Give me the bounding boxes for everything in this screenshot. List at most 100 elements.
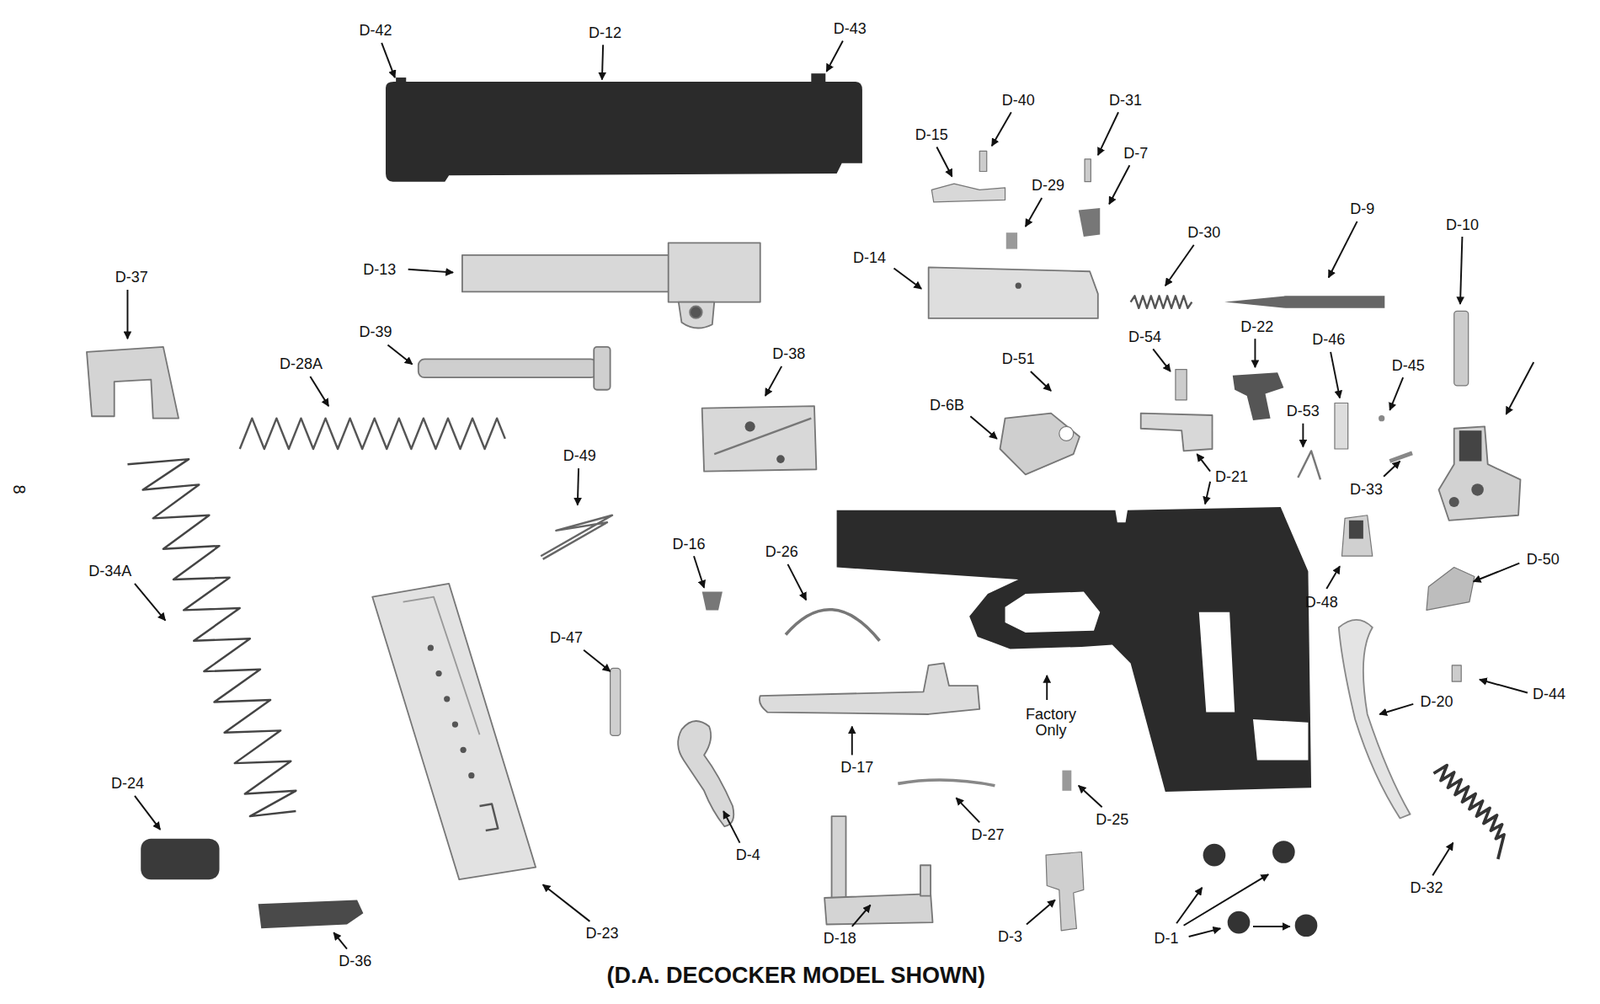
- drawing-part: [1459, 430, 1483, 461]
- drawing-part: [955, 797, 980, 822]
- drawing-part: [427, 645, 434, 651]
- drawing-part: [970, 416, 998, 439]
- callout-number: D-17: [840, 759, 874, 776]
- callout-number: D-45: [1392, 357, 1425, 374]
- pin: [1334, 402, 1349, 449]
- callout-number: D-24: [111, 775, 144, 792]
- drawing-part: [452, 720, 459, 727]
- drawing-part: [134, 583, 166, 621]
- drawing-part: [765, 366, 782, 396]
- callout-number: D-34A: [88, 563, 132, 580]
- drawing-part: [1026, 899, 1056, 924]
- drawing-part: [372, 583, 536, 880]
- drawing-part: [1045, 675, 1048, 700]
- callout-number: D-54: [1128, 328, 1162, 345]
- magazine: [372, 583, 536, 880]
- slide-insert: [928, 266, 1099, 319]
- callout-number: D-21: [1215, 468, 1248, 485]
- barrel: [462, 242, 761, 328]
- page-number: 8: [9, 485, 27, 495]
- pin: [1175, 369, 1187, 400]
- magazine-plate: [258, 899, 364, 928]
- drawing-part: [832, 816, 847, 903]
- callout-number: D-32: [1409, 879, 1443, 896]
- callout-number: D-3: [997, 928, 1023, 945]
- drawing-part: [1379, 704, 1414, 715]
- part-d7: [1078, 208, 1100, 237]
- drawing-part: [134, 795, 160, 830]
- drawing-part: [1506, 362, 1535, 415]
- spring-bar: [897, 779, 995, 786]
- callout-number: D-46: [1312, 331, 1345, 348]
- drawing-part: [1152, 348, 1171, 372]
- callout-number: D-43: [833, 20, 867, 37]
- firing-pin: [1224, 295, 1385, 309]
- drawing-part: [1479, 679, 1528, 694]
- pin: [610, 667, 621, 736]
- drawing-part: [1098, 112, 1119, 155]
- slide-stop: [824, 816, 933, 924]
- drawing-part: [689, 305, 703, 319]
- callout-number: D-49: [563, 448, 597, 464]
- wire-spring: [1297, 450, 1321, 480]
- drawing-part: [824, 893, 933, 924]
- part-d15: [931, 183, 1005, 203]
- drawing-part: [1328, 221, 1358, 278]
- pin: [1061, 770, 1072, 791]
- part-d6b: [1000, 413, 1081, 475]
- drawing-part: [387, 344, 412, 364]
- callout-number: D-37: [115, 269, 149, 286]
- callout-number: D-30: [1187, 224, 1221, 241]
- drawing-part: [1389, 377, 1403, 411]
- drawing-part: [443, 695, 450, 702]
- drawing-part: [668, 242, 761, 302]
- drawing-part: [1326, 565, 1340, 589]
- drawing-part: [1196, 453, 1211, 472]
- drawing-part: [1030, 371, 1051, 391]
- drawing-part: [745, 421, 756, 432]
- screw-head: [1272, 840, 1296, 864]
- callout-number: D-16: [672, 535, 705, 552]
- callout-number: D-23: [585, 925, 619, 942]
- callout-number: D-27: [970, 826, 1004, 843]
- guide-rod: [418, 346, 611, 390]
- drawing-part: [583, 650, 611, 672]
- follower: [140, 838, 219, 880]
- drawing-part: [1184, 874, 1270, 926]
- drawing-part: [462, 255, 677, 293]
- drawing-part: [893, 268, 922, 289]
- drawing-part: [1349, 520, 1364, 539]
- drawing-part: [787, 564, 806, 600]
- drawing-part: [851, 726, 854, 756]
- drawing-part: [678, 302, 715, 329]
- drawing-part: [408, 269, 454, 273]
- drawing-part: [577, 468, 579, 506]
- drawing-part: [1471, 483, 1484, 496]
- drawing-part: [1015, 282, 1022, 289]
- callout-number: D-48: [1305, 593, 1339, 610]
- drawing-part: [543, 884, 591, 922]
- magazine-spring: [127, 458, 296, 816]
- drawing-part: [1109, 165, 1130, 204]
- drawing-part: [992, 112, 1012, 146]
- drawing-part: [702, 405, 817, 472]
- drawing-part: [826, 40, 843, 71]
- drawing-part: [1059, 426, 1074, 441]
- callout-number: D-44: [1532, 685, 1566, 702]
- pin: [1451, 665, 1462, 682]
- ball: [1378, 415, 1385, 422]
- block: [702, 405, 817, 472]
- part-d50: [1426, 567, 1475, 611]
- drawing-part: [418, 358, 598, 378]
- drawing-part: [395, 77, 406, 84]
- drawing-part: [714, 418, 811, 454]
- callout-number: D-10: [1445, 216, 1479, 233]
- callout-number: D-4: [736, 847, 761, 864]
- callout-number: D-38: [772, 346, 806, 363]
- screw-head: [1203, 843, 1227, 867]
- drawing-part: [309, 376, 329, 406]
- trigger-bar: [759, 662, 980, 715]
- drawing-part: [1473, 563, 1520, 582]
